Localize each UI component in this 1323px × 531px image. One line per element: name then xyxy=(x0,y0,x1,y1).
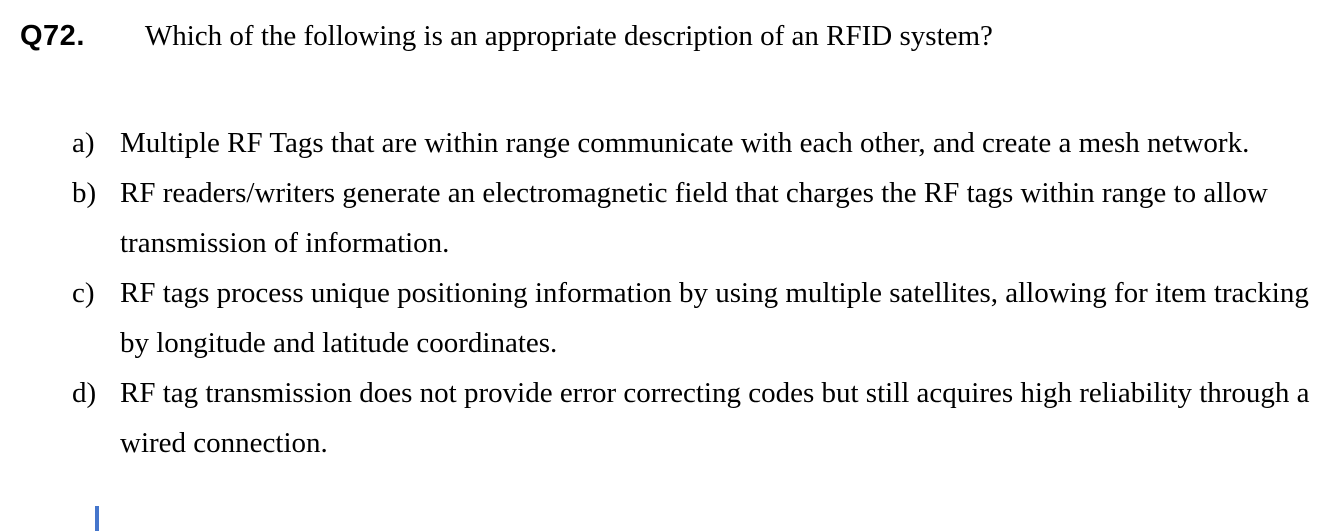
option-b-text: RF readers/writers generate an electroma… xyxy=(120,177,1268,259)
option-a-text: Multiple RF Tags that are within range c… xyxy=(120,127,1250,159)
question-header: Q72. Which of the following is an approp… xyxy=(0,0,1323,56)
option-b: b) RF readers/writers generate an electr… xyxy=(72,168,1323,268)
option-b-label: b) xyxy=(72,177,97,209)
option-c-text: RF tags process unique positioning infor… xyxy=(120,277,1309,359)
option-d-text: RF tag transmission does not provide err… xyxy=(120,377,1310,459)
text-cursor[interactable] xyxy=(95,506,99,531)
question-text: Which of the following is an appropriate… xyxy=(144,20,993,52)
option-a: a) Multiple RF Tags that are within rang… xyxy=(72,118,1323,168)
option-d: d) RF tag transmission does not provide … xyxy=(72,368,1323,468)
option-d-label: d) xyxy=(72,377,97,409)
option-a-label: a) xyxy=(72,127,95,159)
option-c-label: c) xyxy=(72,277,95,309)
option-c: c) RF tags process unique positioning in… xyxy=(72,268,1323,368)
options-list: a) Multiple RF Tags that are within rang… xyxy=(0,118,1323,468)
question-number: Q72. xyxy=(20,20,85,52)
